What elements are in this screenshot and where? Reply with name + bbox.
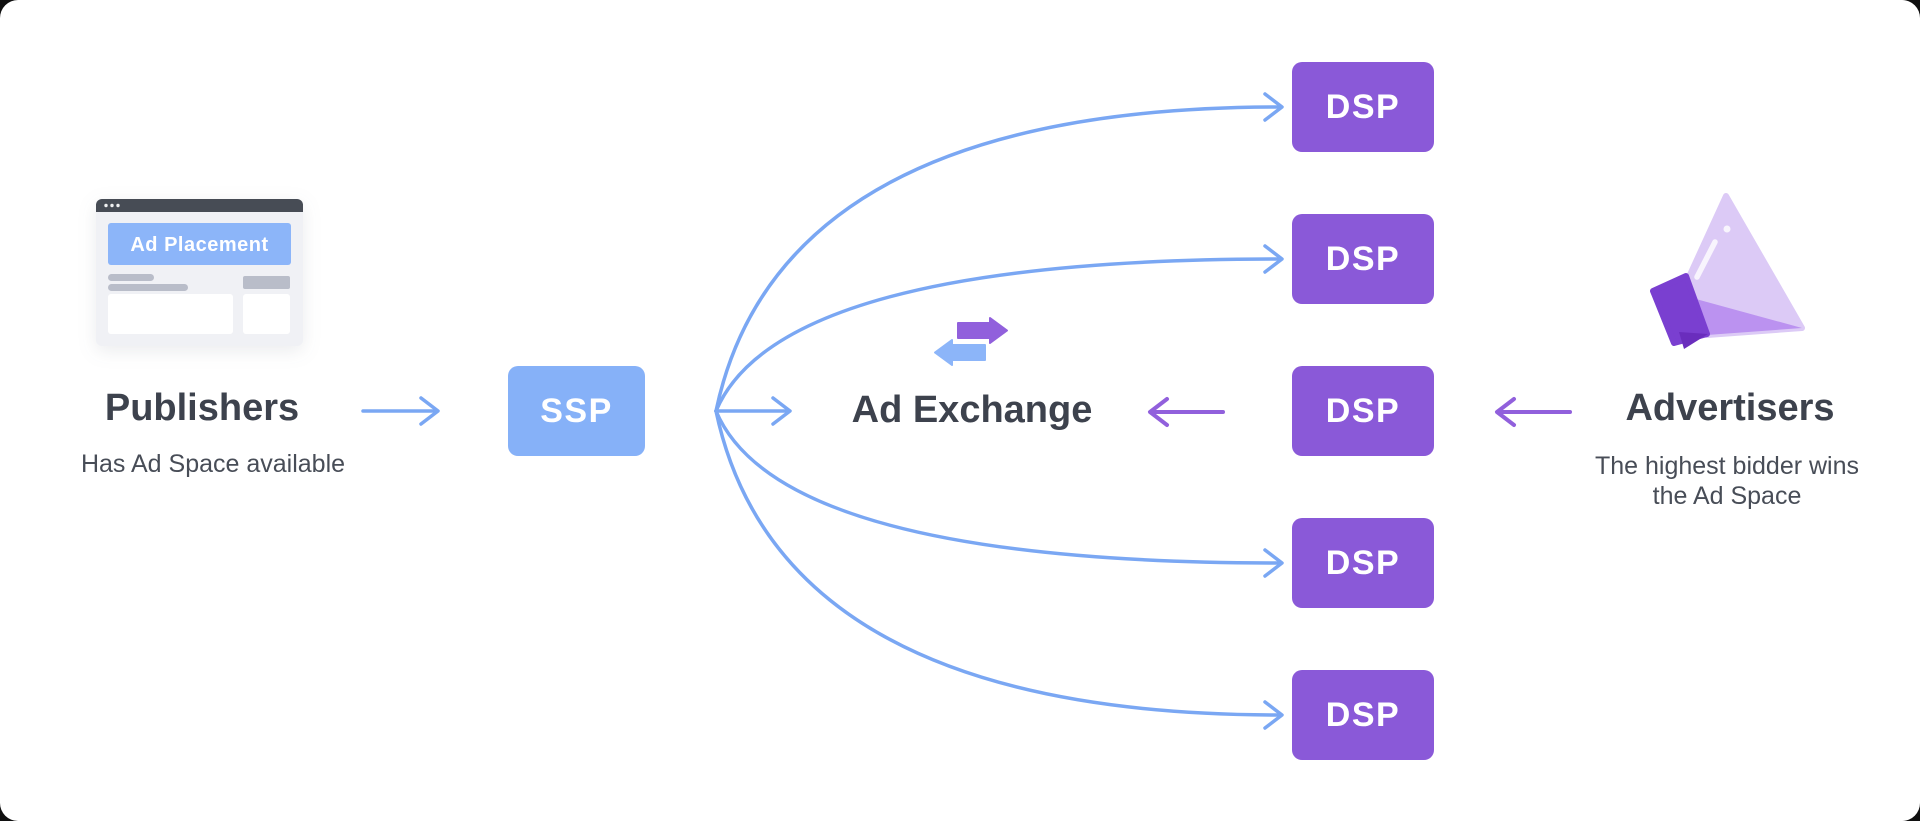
publishers-subtitle: Has Ad Space available — [80, 450, 346, 478]
ssp-label: SSP — [540, 391, 613, 430]
content-placeholder-block — [108, 294, 233, 334]
content-placeholder-block — [243, 294, 290, 334]
arrow-ssp-to-ad-exchange — [714, 396, 792, 426]
dsp-box-4: DSP — [1292, 518, 1434, 608]
megaphone-highlight-dot — [1723, 225, 1731, 233]
browser-dot — [116, 203, 120, 208]
megaphone-cone-shade — [1685, 296, 1802, 335]
arrow-ssp-to-dsp-4 — [714, 409, 1284, 578]
exchange-arrows-icon — [934, 317, 1008, 366]
advertisers-title: Advertisers — [1625, 387, 1835, 429]
advertisers-subtitle: The highest bidder wins the Ad Space — [1547, 451, 1907, 511]
arrow-dsp-to-ad-exchange — [1148, 397, 1225, 427]
dsp-label: DSP — [1325, 543, 1401, 582]
dsp-label: DSP — [1325, 695, 1401, 734]
dsp-label: DSP — [1325, 87, 1401, 126]
browser-titlebar — [96, 199, 303, 212]
publishers-title: Publishers — [104, 387, 300, 429]
ad-placement-label: Ad Placement — [130, 234, 268, 256]
text-placeholder-line — [108, 274, 154, 281]
dsp-box-2: DSP — [1292, 214, 1434, 304]
browser-dot — [104, 203, 108, 208]
dsp-box-3: DSP — [1292, 366, 1434, 456]
text-placeholder-line — [108, 284, 188, 291]
dsp-label: DSP — [1325, 391, 1401, 430]
exchange-arrow-right — [957, 317, 1008, 344]
megaphone-mouthpiece-shade — [1679, 332, 1708, 349]
megaphone-icon — [1650, 193, 1805, 349]
megaphone-highlight — [1694, 239, 1718, 280]
ad-exchange-title: Ad Exchange — [851, 389, 1093, 431]
dsp-box-5: DSP — [1292, 670, 1434, 760]
dsp-box-1: DSP — [1292, 62, 1434, 152]
exchange-arrow-left — [934, 339, 986, 366]
advertisers-subtitle-line2: the Ad Space — [1652, 482, 1802, 510]
ad-placement-banner: Ad Placement — [108, 223, 291, 265]
sidebar-placeholder-block — [243, 276, 290, 289]
dsp-label: DSP — [1325, 239, 1401, 278]
ssp-box: SSP — [508, 366, 645, 456]
arrow-ssp-to-dsp-5 — [714, 409, 1284, 730]
publisher-browser-icon: Ad Placement — [96, 199, 303, 346]
advertisers-subtitle-line1: The highest bidder wins — [1594, 452, 1860, 480]
browser-dot — [110, 203, 114, 208]
